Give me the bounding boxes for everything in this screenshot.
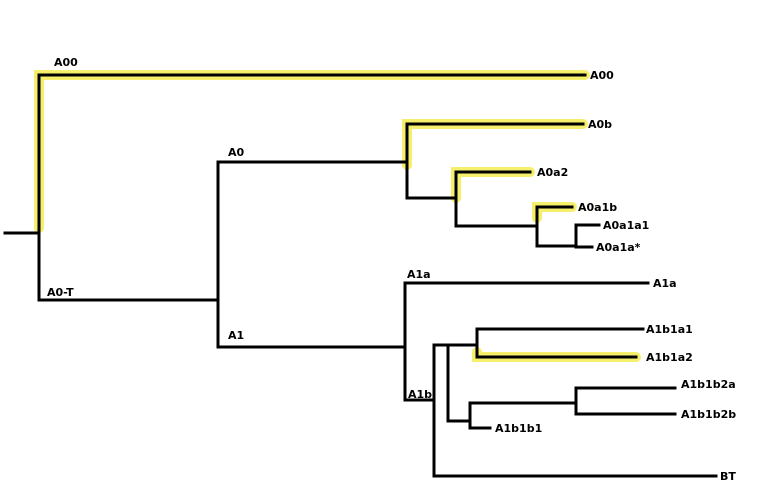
internal-labels: A00 A0-T A0 A1 A1a A1b	[47, 56, 432, 401]
leaf-a0a1b: A0a1b	[578, 201, 617, 214]
leaf-labels: A00 A0b A0a2 A0a1b A0a1a1 A0a1a* A1a A1b…	[495, 69, 736, 483]
highlighted-branches	[34, 70, 641, 362]
leaf-a0a1a1: A0a1a1	[603, 219, 649, 232]
label-internal-a00: A00	[54, 56, 78, 69]
leaf-a0b: A0b	[588, 118, 612, 131]
leaf-a1b1a1: A1b1a1	[646, 323, 693, 336]
leaf-a1b1b1: A1b1b1	[495, 422, 542, 435]
highlight-a0b	[402, 119, 588, 170]
leaf-a00: A00	[590, 69, 614, 82]
label-internal-a1: A1	[228, 329, 244, 342]
label-root-a0-t: A0-T	[47, 286, 74, 299]
highlight-a00	[34, 70, 590, 233]
label-internal-a1b: A1b	[408, 388, 432, 401]
tree-branches	[3, 73, 718, 478]
highlight-a0a1b	[532, 202, 577, 223]
leaf-a1b1a2: A1b1a2	[646, 351, 693, 364]
leaf-a0a2: A0a2	[537, 166, 568, 179]
leaf-bt: BT	[720, 470, 736, 483]
leaf-a1b1b2b: A1b1b2b	[681, 408, 736, 421]
leaf-a1a: A1a	[653, 277, 677, 290]
label-internal-a1a: A1a	[407, 268, 431, 281]
leaf-a0a1a-star: A0a1a*	[596, 241, 641, 254]
leaf-a1b1b2a: A1b1b2a	[681, 378, 736, 391]
label-internal-a0: A0	[228, 146, 245, 159]
highlight-a0a2	[451, 167, 535, 203]
